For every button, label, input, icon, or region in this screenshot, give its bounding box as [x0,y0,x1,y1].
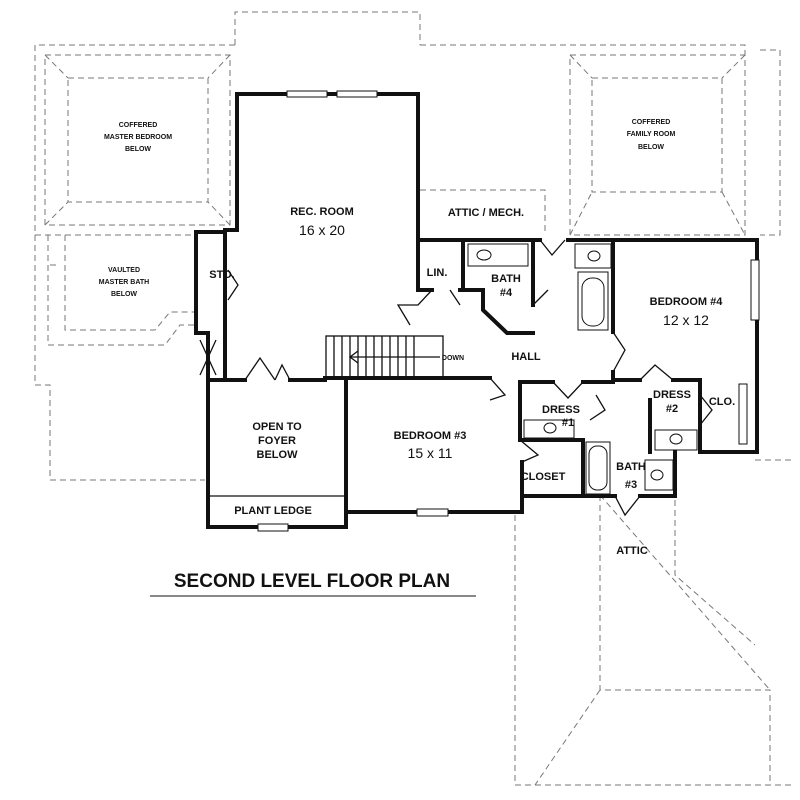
roof-outline [34,11,795,786]
bath3-label-1: BATH [616,461,646,473]
lin-label: LIN. [427,267,448,279]
coffered-family-outline [569,54,746,236]
coffered-family-label-2: FAMILY ROOM [627,131,676,138]
open-foyer-label-2: FOYER [258,435,296,447]
closet-label: CLOSET [521,471,566,483]
room-labels: COFFERED MASTER BEDROOM BELOW COFFERED F… [99,119,735,557]
vaulted-bath-label-2: MASTER BATH [99,279,149,286]
bath3-label-2: #3 [625,479,637,491]
rec-room-size: 16 x 20 [299,222,345,238]
sto-label: STO. [209,269,234,281]
coffered-family-label-3: BELOW [638,144,664,151]
vaulted-bath-outline [47,235,195,346]
vaulted-bath-label-3: BELOW [111,291,137,298]
attic-lower-outline [534,460,771,786]
bedroom4-label: BEDROOM #4 [650,296,724,308]
bedroom3-size: 15 x 11 [408,445,453,461]
attic-label: ATTIC [616,545,648,557]
windows [257,90,760,532]
clo-label: CLO. [709,396,735,408]
dress1-label-1: DRESS [542,404,580,416]
bath4-label-2: #4 [500,287,513,299]
vaulted-bath-label-1: VAULTED [108,267,140,274]
open-foyer-label-1: OPEN TO [252,421,302,433]
dress2-label-1: DRESS [653,389,691,401]
coffered-master-label-3: BELOW [125,146,151,153]
hall-label: HALL [511,351,541,363]
rec-room-label: REC. ROOM [290,206,354,218]
bedroom4-size: 12 x 12 [663,312,709,328]
coffered-master-label-2: MASTER BEDROOM [104,134,172,141]
open-foyer-label-3: BELOW [257,449,299,461]
coffered-family-label-1: COFFERED [632,119,671,126]
dress1-label-2: #1 [562,417,574,429]
attic-mech-label: ATTIC / MECH. [448,207,524,219]
doors [227,239,713,517]
coffered-master-label-1: COFFERED [119,122,158,129]
bath4-label-1: BATH [491,273,521,285]
dress2-label-2: #2 [666,403,678,415]
coffered-master-outline [44,54,231,226]
fixtures [199,243,698,495]
down-label: DOWN [442,355,464,362]
plan-title: SECOND LEVEL FLOOR PLAN [174,571,450,592]
plant-ledge-label: PLANT LEDGE [234,505,312,517]
bedroom3-label: BEDROOM #3 [394,430,467,442]
